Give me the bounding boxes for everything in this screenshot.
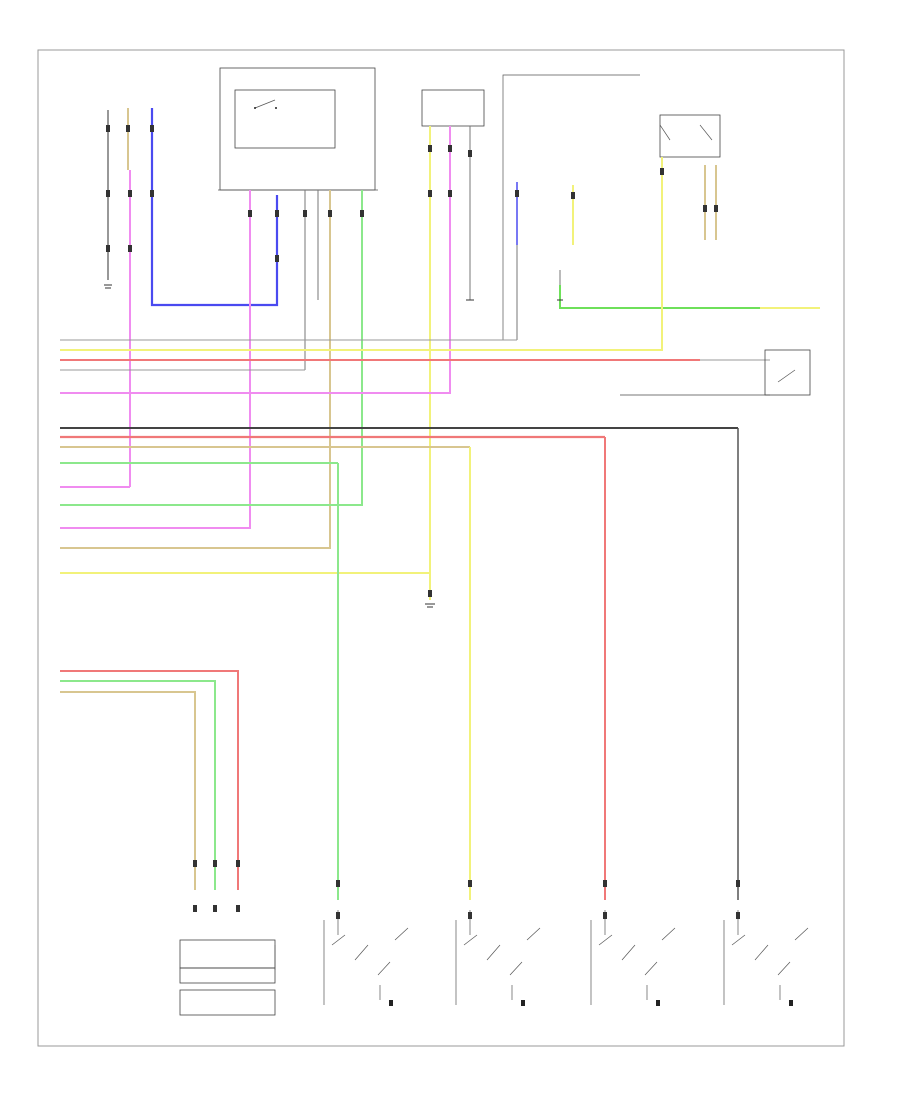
- switch-module-2: [455, 910, 541, 1006]
- gray-bracket-wire: [502, 74, 640, 340]
- control-unit-box: [421, 89, 485, 127]
- right-switch-box: [764, 349, 811, 396]
- wire-red-lower: [60, 670, 239, 890]
- switch-module-3: [590, 910, 676, 1006]
- lower-left-module: [179, 939, 276, 1016]
- connector-icon: [106, 125, 740, 919]
- ground-icon: [104, 284, 563, 608]
- wire-bright-green: [559, 285, 760, 309]
- wire-yellow-switch: [60, 157, 663, 351]
- wire-green-lower: [60, 680, 216, 890]
- wire-tan-relay: [60, 190, 331, 549]
- relay-module-box: [218, 67, 378, 191]
- wire-blue-loop: [150, 108, 279, 307]
- wire-magenta-relay: [60, 190, 251, 529]
- wire-magenta-control: [60, 126, 451, 394]
- wire-tan-lower: [60, 691, 196, 890]
- wire-green-relay: [60, 190, 363, 506]
- switch-assembly-box: [659, 114, 721, 158]
